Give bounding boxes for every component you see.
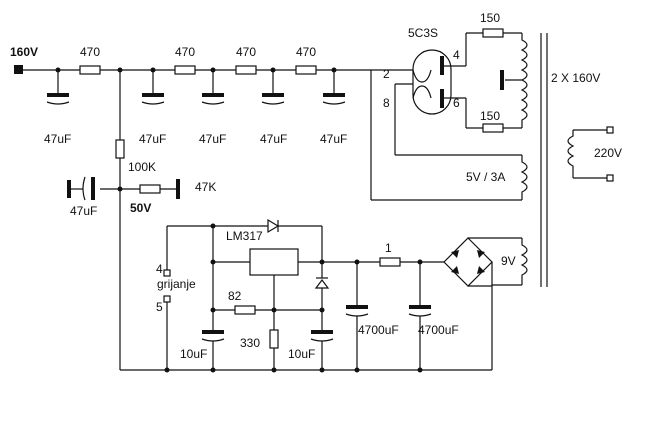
resistor-150-top	[482, 28, 504, 38]
junction-dot	[319, 367, 325, 373]
resistor-label: 330	[240, 336, 260, 350]
resistor-150-bottom	[482, 123, 504, 133]
cap-label: 47uF	[70, 204, 97, 218]
resistor-100k	[115, 139, 125, 159]
junction-dot	[354, 367, 360, 373]
resistor-label: 47K	[195, 180, 216, 194]
resistor-label: 470	[80, 45, 100, 59]
winding-label: 9V	[501, 254, 516, 268]
rectifier-tube	[370, 49, 522, 201]
cap-label: 47uF	[260, 132, 287, 146]
mains-terminal	[606, 174, 614, 182]
resistor-label: 150	[480, 109, 500, 123]
regulator-label: LM317	[226, 229, 263, 243]
resistor-47k	[139, 184, 161, 194]
resistor-r4	[295, 65, 317, 75]
filter-capacitor	[141, 70, 165, 105]
heater-pin-label: 4	[156, 262, 163, 276]
resistor-label: 1	[385, 241, 392, 255]
pin-label: 6	[453, 96, 460, 110]
resistor-330	[269, 329, 279, 349]
winding-label: 5V / 3A	[466, 170, 505, 184]
filter-capacitor	[201, 70, 225, 105]
heater-terminal	[163, 295, 171, 303]
lv-section	[120, 218, 492, 373]
filter-capacitor	[46, 70, 70, 105]
junction-dot	[164, 367, 170, 373]
output-voltage-label: 50V	[130, 201, 151, 215]
resistor-1ohm	[379, 257, 401, 267]
resistor-label: 470	[296, 45, 316, 59]
winding-label: 220V	[594, 146, 622, 160]
bridge-rectifier	[443, 237, 493, 370]
lm317-regulator	[249, 248, 299, 276]
resistor-r1	[79, 65, 101, 75]
heater-name-label: grijanje	[157, 277, 196, 291]
resistor-r3	[235, 65, 257, 75]
junction-dot	[210, 367, 216, 373]
heater-pin-label: 5	[156, 300, 163, 314]
filter-capacitor	[261, 70, 285, 105]
cap-label: 47uF	[320, 132, 347, 146]
cap-label: 10uF	[180, 347, 207, 361]
anode-network	[465, 28, 522, 133]
reverse-diode	[314, 279, 330, 289]
junction-dot	[319, 307, 325, 313]
winding-label: 2 X 160V	[551, 71, 600, 85]
cap-label: 4700uF	[418, 323, 459, 337]
junction-dot	[210, 307, 216, 313]
mains-terminal	[606, 126, 614, 134]
junction-dot	[271, 367, 277, 373]
resistor-82	[234, 305, 256, 315]
cap-label: 47uF	[44, 132, 71, 146]
cap-label: 4700uF	[358, 323, 399, 337]
resistor-label: 82	[228, 289, 242, 303]
pin-label: 4	[453, 48, 460, 62]
resistor-label: 470	[236, 45, 256, 59]
resistor-label: 470	[175, 45, 195, 59]
filter-capacitor	[322, 70, 346, 105]
pin-label: 2	[383, 67, 390, 81]
resistor-label: 100K	[128, 160, 156, 174]
cap-label: 47uF	[199, 132, 226, 146]
cap-label: 10uF	[288, 347, 315, 361]
input-voltage-label: 160V	[10, 45, 38, 59]
cap-label: 47uF	[139, 132, 166, 146]
divider-branch	[67, 70, 180, 370]
resistor-label: 150	[480, 11, 500, 25]
transformer	[492, 33, 614, 287]
resistor-r2	[174, 65, 196, 75]
tube-label: 5C3S	[408, 26, 438, 40]
heater-terminal	[163, 269, 171, 277]
pin-label: 8	[383, 96, 390, 110]
protection-diode	[267, 218, 280, 234]
input-terminal	[14, 65, 23, 74]
junction-dot	[417, 367, 423, 373]
